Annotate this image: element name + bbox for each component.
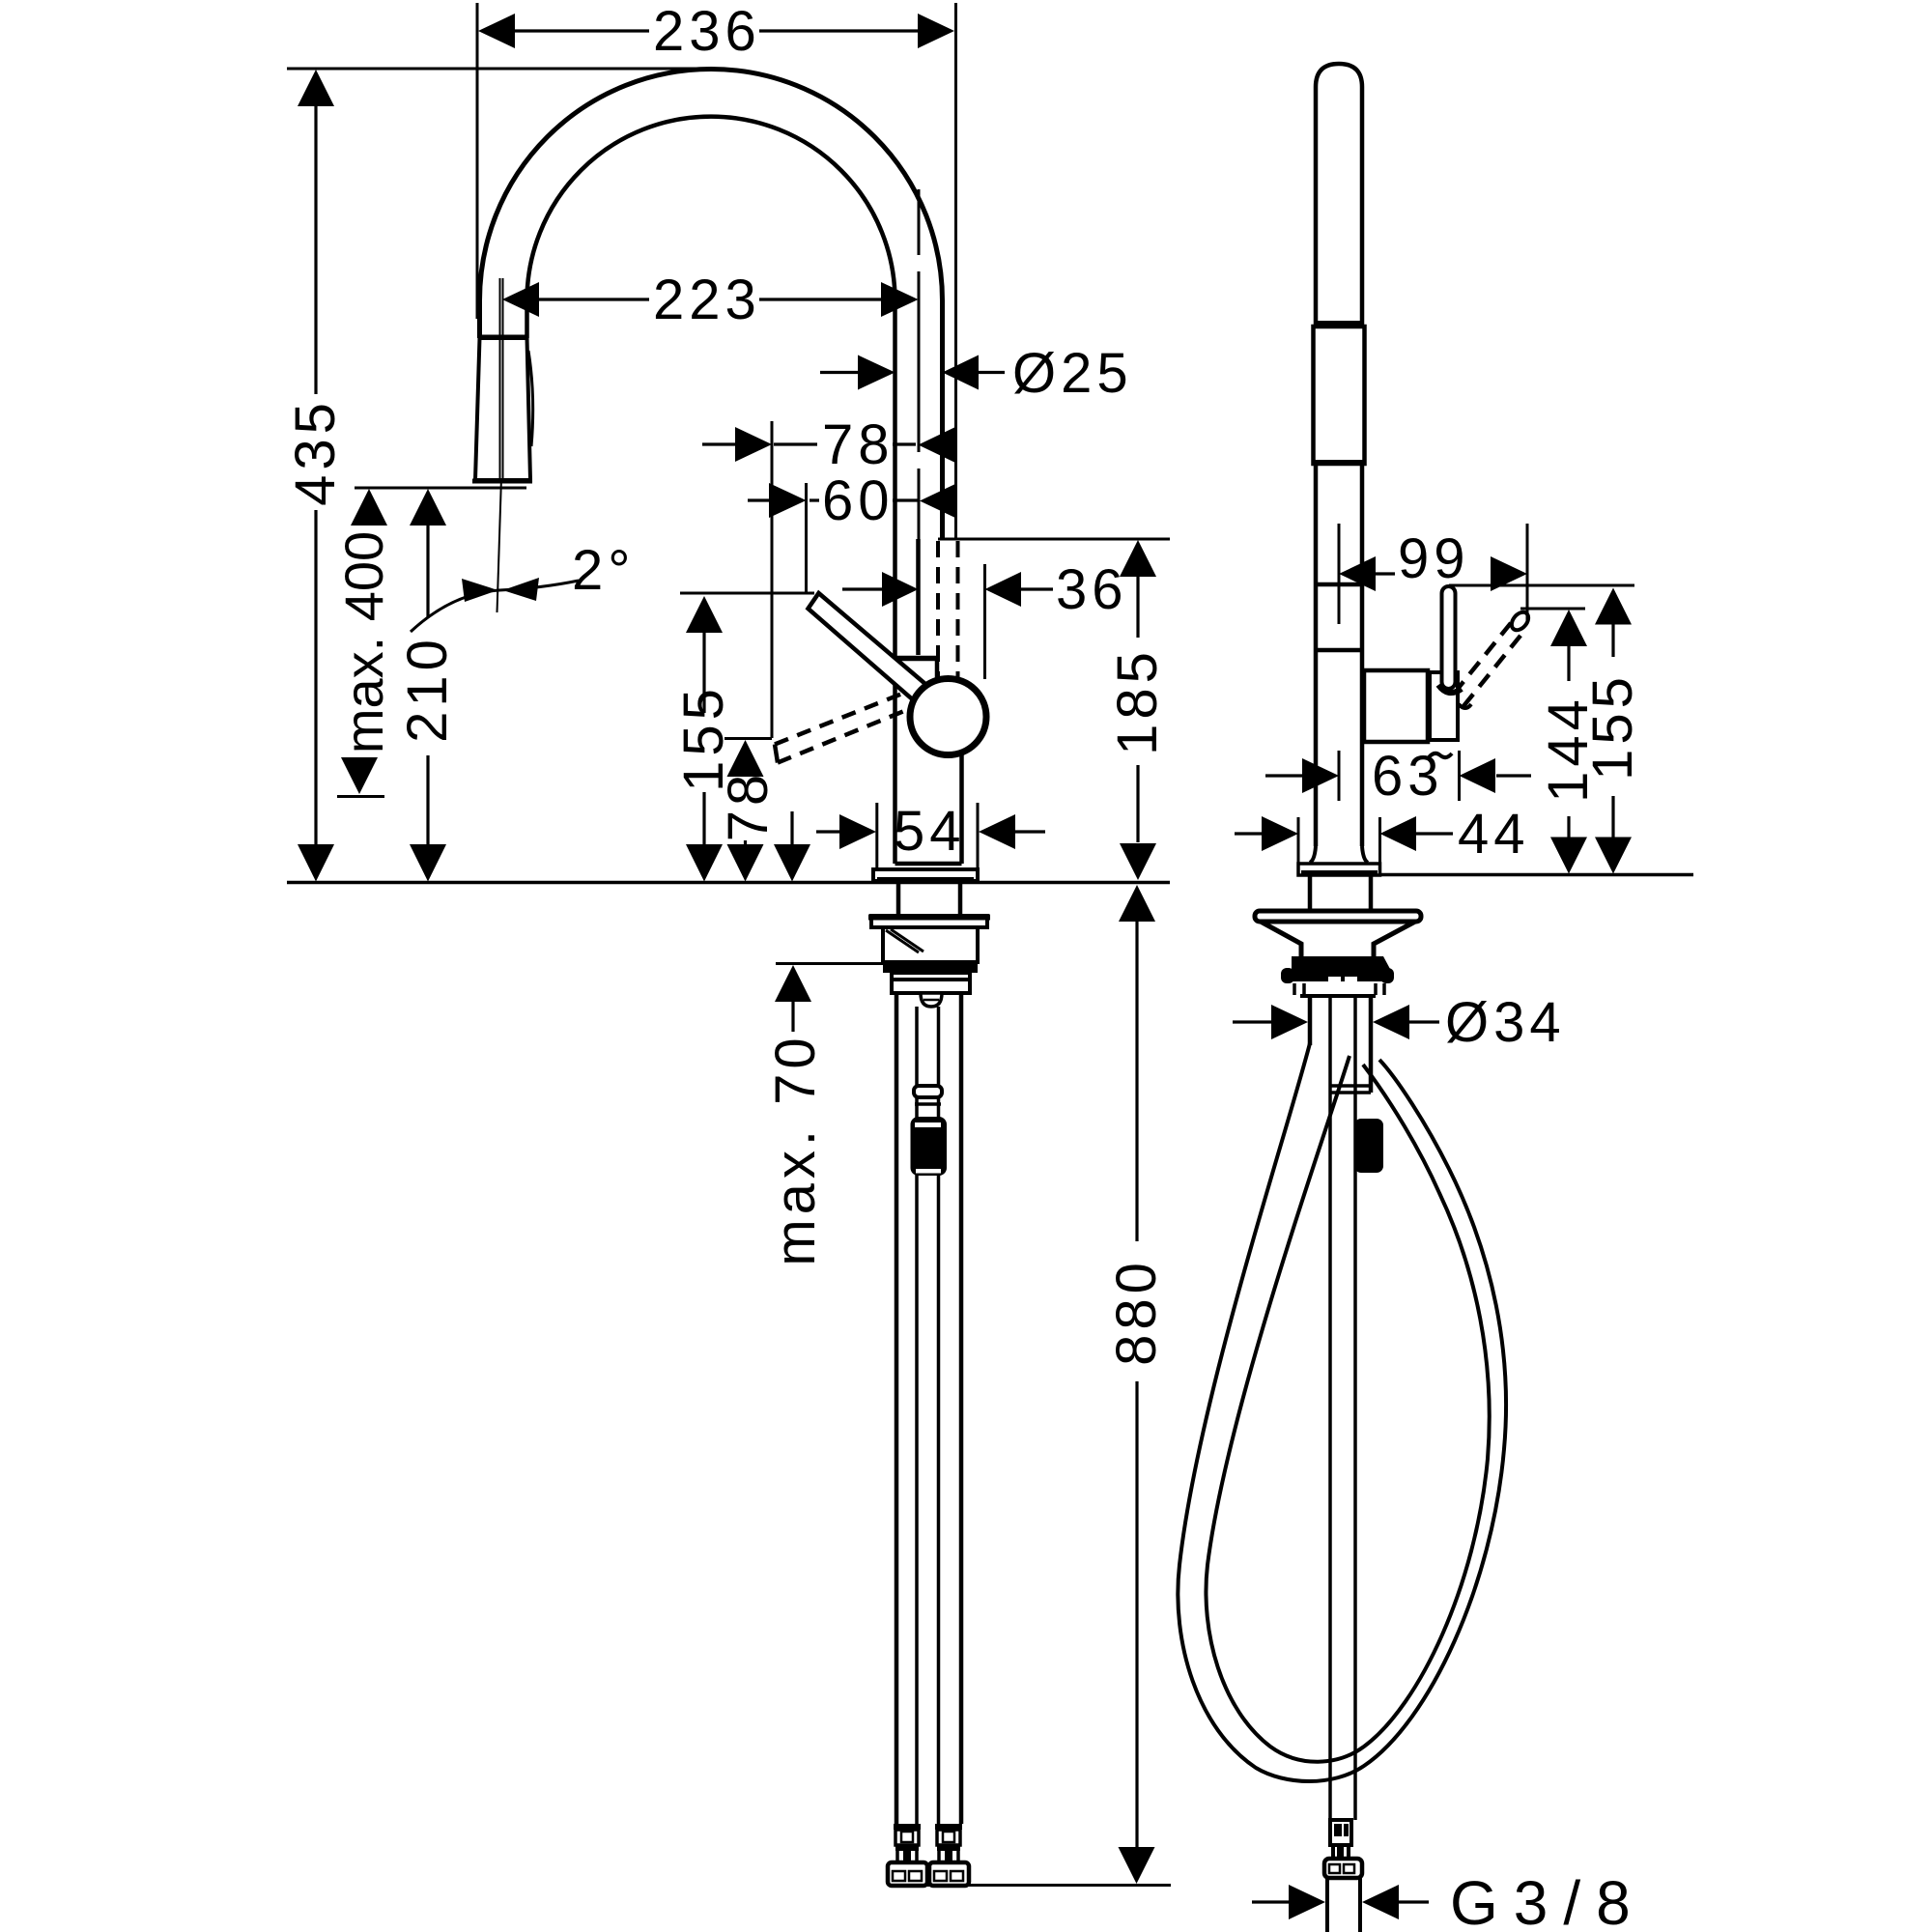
svg-text:2°: 2° xyxy=(572,539,635,602)
svg-text:Ø34: Ø34 xyxy=(1445,991,1566,1054)
svg-text:G3/8: G3/8 xyxy=(1450,1868,1646,1932)
svg-text:54: 54 xyxy=(894,800,966,863)
svg-text:max. 400: max. 400 xyxy=(333,531,394,753)
svg-text:63: 63 xyxy=(1372,745,1444,808)
svg-text:236: 236 xyxy=(653,0,761,63)
svg-text:185: 185 xyxy=(1106,647,1169,755)
svg-text:60: 60 xyxy=(822,469,895,532)
svg-text:144: 144 xyxy=(1537,695,1600,803)
svg-text:Ø25: Ø25 xyxy=(1012,342,1133,405)
svg-text:210: 210 xyxy=(396,635,459,743)
svg-text:99: 99 xyxy=(1398,527,1470,590)
svg-text:44: 44 xyxy=(1458,803,1530,866)
svg-text:435: 435 xyxy=(284,398,347,506)
svg-text:880: 880 xyxy=(1105,1258,1168,1366)
svg-text:max. 70: max. 70 xyxy=(764,1033,827,1265)
svg-text:155: 155 xyxy=(672,684,735,792)
svg-text:78: 78 xyxy=(717,770,780,842)
svg-text:78: 78 xyxy=(822,413,895,476)
svg-text:36: 36 xyxy=(1056,558,1128,621)
svg-text:155: 155 xyxy=(1581,672,1644,781)
svg-text:223: 223 xyxy=(653,269,761,331)
